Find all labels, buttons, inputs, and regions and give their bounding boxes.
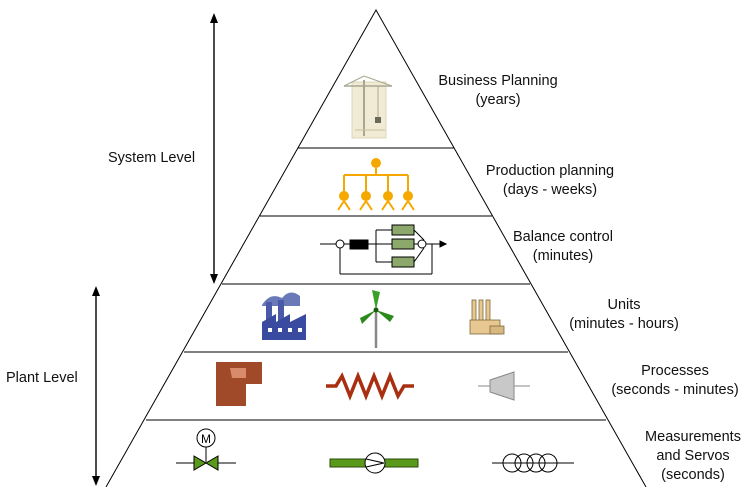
tier-title: Business Planning [438, 73, 558, 89]
hierarchy-tree-icon [337, 158, 415, 211]
plant-level-arrow [92, 286, 100, 486]
tier-title: Production planning [485, 163, 615, 179]
motor-valve-icon: M [176, 428, 236, 471]
tier-label-balance-control: Balance control (minutes) [488, 228, 638, 266]
pyramid-outline [105, 8, 647, 488]
tier-timescale: (minutes) [532, 248, 594, 264]
control-loop-block-diagram-icon [320, 224, 448, 275]
furnace-icon [216, 362, 262, 406]
tier-label-production-planning: Production planning (days - weeks) [470, 162, 630, 200]
industrial-plant-icon [469, 299, 505, 335]
tier-title: Measurements [645, 429, 741, 445]
svg-text:M: M [201, 432, 211, 446]
coil-icon [492, 453, 574, 473]
tier-label-units: Units (minutes - hours) [554, 296, 694, 334]
system-level-label: System Level [108, 150, 196, 166]
tier-subtitle: and Servos [656, 448, 730, 464]
heating-coil-icon [326, 371, 414, 401]
tier-timescale: (seconds - minutes) [611, 382, 739, 398]
plant-level-label: Plant Level [6, 370, 78, 386]
system-level-arrow [210, 13, 218, 284]
wind-turbine-icon [360, 290, 394, 348]
tier-label-business-planning: Business Planning (years) [418, 72, 578, 110]
tower-crane-icon [343, 75, 393, 139]
tier-timescale: (minutes - hours) [569, 316, 679, 332]
pump-icon [329, 452, 419, 474]
tier-timescale: (seconds) [661, 467, 725, 483]
tier-title: Balance control [513, 229, 613, 245]
turbine-icon [478, 371, 530, 401]
tier-title: Units [607, 297, 641, 313]
tier-timescale: (years) [475, 92, 521, 108]
tier-title: Processes [641, 363, 709, 379]
factory-icon [262, 292, 306, 340]
tier-timescale: (days - weeks) [502, 182, 598, 198]
tier-label-measurements-servos: Measurements and Servos (seconds) [636, 428, 750, 485]
tier-label-processes: Processes (seconds - minutes) [598, 362, 752, 400]
